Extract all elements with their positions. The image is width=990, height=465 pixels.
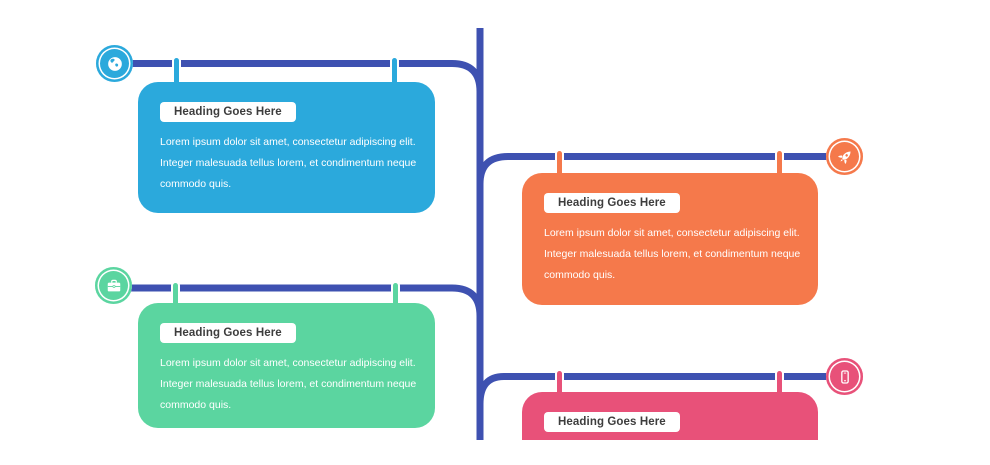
body-line: Lorem ipsum dolor sit amet, consectetur … (544, 227, 800, 239)
body-line: Integer malesuada tellus lorem, et condi… (544, 248, 801, 260)
branch-line-1 (115, 60, 484, 92)
card-heading: Heading Goes Here (174, 327, 282, 339)
body-line: Lorem ipsum dolor sit amet, consectetur … (160, 357, 416, 369)
globe-icon (107, 56, 122, 71)
smartphone-icon (840, 369, 849, 384)
body-line: Integer malesuada tellus lorem, et condi… (160, 378, 417, 390)
timeline-node-3 (95, 267, 132, 304)
timeline-node-4 (826, 358, 863, 395)
branch-line-3 (115, 284, 484, 317)
timeline-node-1 (96, 45, 133, 82)
card-body: Lorem ipsum dolor sit amet, consectetur … (544, 223, 800, 286)
card-heading-badge: Heading Goes Here (544, 193, 680, 213)
card-heading: Heading Goes Here (558, 416, 666, 428)
body-line: commodo quis. (160, 178, 232, 190)
branch-line-2 (476, 153, 845, 185)
card-body: Lorem ipsum dolor sit amet, consectetur … (160, 353, 416, 416)
body-line: Lorem ipsum dolor sit amet, consectetur … (160, 136, 416, 148)
timeline-card-3: Heading Goes Here Lorem ipsum dolor sit … (138, 303, 435, 428)
rocket-icon (837, 150, 851, 164)
timeline-node-2 (826, 138, 863, 175)
timeline-card-2: Heading Goes Here Lorem ipsum dolor sit … (522, 173, 818, 305)
body-line: commodo quis. (160, 399, 232, 411)
card-heading: Heading Goes Here (174, 106, 282, 118)
branch-line-4 (476, 373, 845, 405)
body-line: Integer malesuada tellus lorem, et condi… (160, 157, 417, 169)
briefcase-icon (107, 279, 120, 291)
card-heading: Heading Goes Here (558, 197, 666, 209)
card-heading-badge: Heading Goes Here (544, 412, 680, 432)
card-body: Lorem ipsum dolor sit amet, consectetur … (160, 132, 416, 195)
timeline-card-1: Heading Goes Here Lorem ipsum dolor sit … (138, 82, 435, 213)
timeline-card-4: Heading Goes Here (522, 392, 818, 440)
card-heading-badge: Heading Goes Here (160, 323, 296, 343)
card-heading-badge: Heading Goes Here (160, 102, 296, 122)
body-line: commodo quis. (544, 269, 616, 281)
